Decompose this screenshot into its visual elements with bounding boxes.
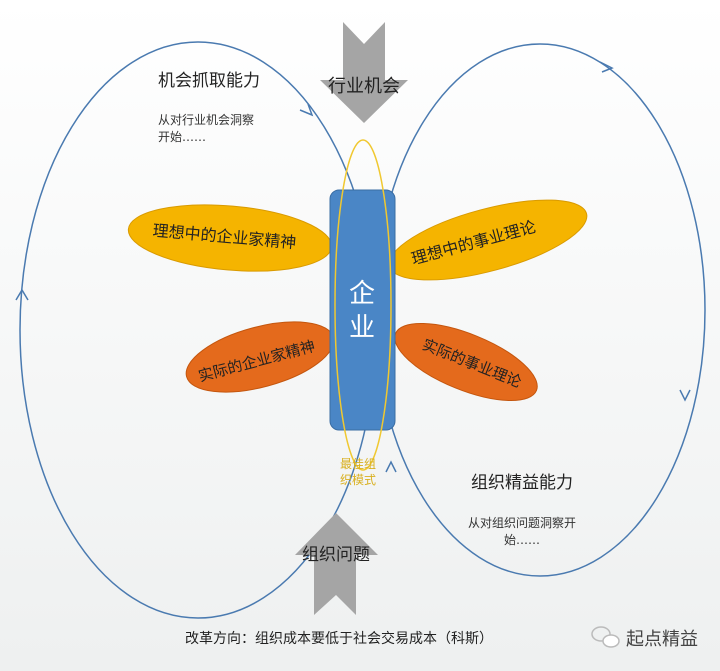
petal-actual-business-theory [394, 322, 538, 402]
right-loop-title: 组织精益能力 [471, 473, 573, 493]
left-loop-desc: 开始…… [158, 130, 206, 144]
loop-arrowhead-icon [679, 389, 691, 402]
right-loop-desc: 从对组织问题洞察开 [468, 516, 576, 530]
loop-arrowhead-icon [15, 288, 29, 301]
bottom-arrow-label: 组织问题 [302, 545, 370, 565]
enterprise-label: 业 [349, 313, 375, 343]
down-arrow [320, 22, 408, 123]
enterprise-box [329, 189, 396, 431]
loop-arrowhead-icon [385, 460, 397, 473]
footer-text: 改革方向：组织成本要低于社会交易成本（科斯） [185, 630, 493, 647]
loop-arrowhead-icon [299, 103, 314, 117]
best-model-ellipse [334, 139, 392, 471]
enterprise-label: 企 [349, 279, 375, 309]
up-arrow [295, 513, 378, 615]
loop-arrowhead-icon [599, 61, 614, 73]
wechat-icon [591, 626, 620, 648]
left-loop-title: 机会抓取能力 [158, 71, 260, 91]
top-arrow-label: 行业机会 [328, 76, 400, 97]
watermark: 起点精益 [626, 629, 698, 650]
best-model-label: 织模式 [340, 473, 376, 487]
right-loop-desc: 始…… [504, 533, 540, 547]
best-model-label: 最佳组 [340, 457, 376, 471]
right-loop [374, 43, 706, 577]
left-loop-desc: 从对行业机会洞察 [158, 113, 254, 127]
